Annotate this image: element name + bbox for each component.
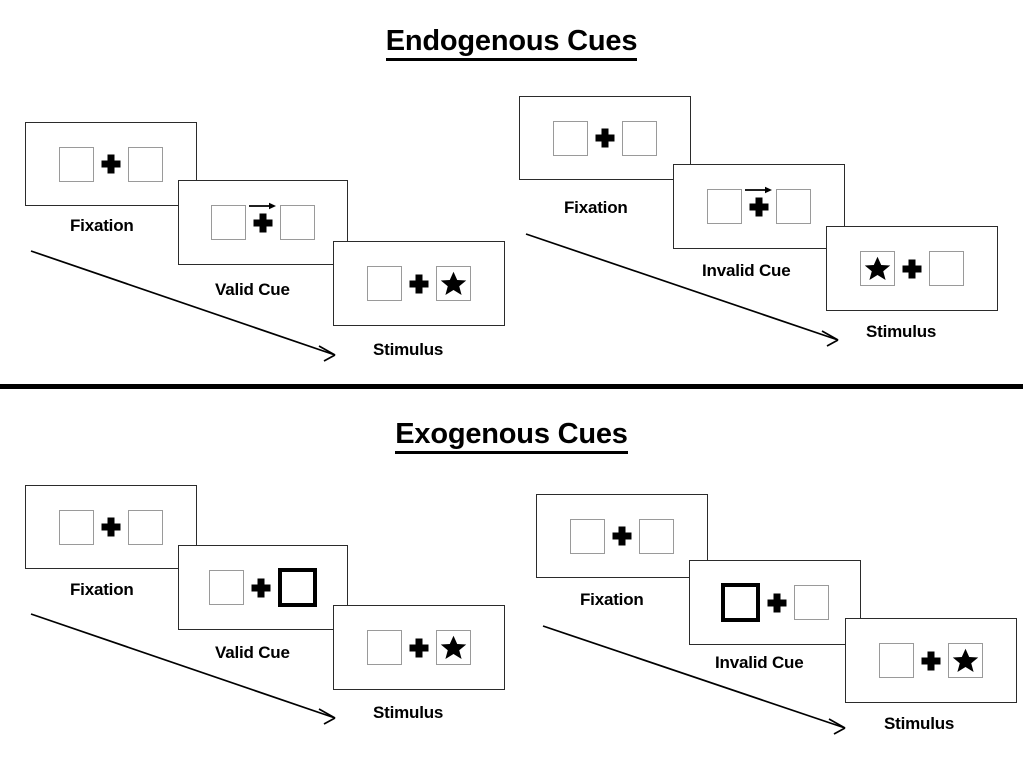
time-flow-arrow-endogenous-valid	[30, 250, 336, 362]
plus-icon	[605, 519, 639, 554]
placeholder-box-left	[367, 630, 402, 665]
target-box-right	[948, 643, 983, 678]
target-box-left	[860, 251, 895, 286]
caption-endogenous-valid-fixation: Fixation	[70, 216, 134, 235]
frame-endogenous-invalid-fixation[interactable]	[519, 96, 691, 180]
star-icon	[440, 635, 467, 659]
time-flow-arrow-exogenous-valid	[30, 613, 336, 725]
plus-icon	[588, 121, 622, 156]
placeholder-box-left	[59, 146, 94, 182]
section-title-endogenous: Endogenous Cues	[0, 25, 1023, 61]
plus-icon	[94, 147, 128, 182]
placeholder-box-left	[209, 570, 244, 605]
plus-icon	[914, 643, 948, 678]
frame-endogenous-valid-cue[interactable]	[178, 180, 348, 265]
placeholder-box-right	[622, 120, 657, 156]
frame-exogenous-valid-stimulus[interactable]	[333, 605, 505, 690]
frame-exogenous-invalid-stimulus[interactable]	[845, 618, 1017, 703]
placeholder-box-left	[367, 266, 402, 301]
section-title-endogenous-text: Endogenous Cues	[385, 25, 637, 61]
frame-exogenous-valid-fixation[interactable]	[25, 485, 197, 569]
section-title-exogenous: Exogenous Cues	[0, 418, 1023, 454]
caption-endogenous-invalid-cue: Invalid Cue	[702, 261, 791, 280]
frame-content	[721, 583, 829, 622]
placeholder-box-right	[639, 518, 674, 554]
frame-endogenous-invalid-cue[interactable]	[673, 164, 845, 249]
time-flow-arrow-endogenous-invalid	[525, 233, 839, 347]
caption-exogenous-invalid-stimulus: Stimulus	[884, 714, 955, 733]
placeholder-box-right	[794, 585, 829, 620]
section-divider	[0, 384, 1023, 389]
caption-exogenous-valid-stimulus: Stimulus	[373, 703, 444, 722]
plus-icon	[742, 186, 776, 224]
frame-endogenous-valid-fixation[interactable]	[25, 122, 197, 206]
frame-content	[209, 568, 317, 607]
placeholder-box-left	[59, 509, 94, 545]
star-icon	[864, 256, 891, 280]
placeholder-box-right	[776, 189, 811, 224]
frame-exogenous-valid-cue[interactable]	[178, 545, 348, 630]
cued-box-right	[278, 568, 317, 607]
cued-box-left	[721, 583, 760, 622]
frame-exogenous-invalid-fixation[interactable]	[536, 494, 708, 578]
target-box-right	[436, 266, 471, 301]
caption-exogenous-invalid-cue: Invalid Cue	[715, 653, 804, 672]
frame-content	[367, 266, 471, 301]
frame-content	[553, 120, 657, 156]
frame-content	[367, 630, 471, 665]
plus-icon	[246, 202, 280, 240]
frame-content	[707, 186, 811, 224]
placeholder-box-left	[211, 205, 246, 240]
plus-icon	[402, 266, 436, 301]
plus-icon	[244, 570, 278, 605]
placeholder-box-left	[879, 643, 914, 678]
caption-exogenous-invalid-fixation: Fixation	[580, 590, 644, 609]
star-icon	[440, 271, 467, 295]
frame-content	[879, 643, 983, 678]
plus-icon	[94, 510, 128, 545]
frame-content	[59, 146, 163, 182]
target-box-right	[436, 630, 471, 665]
placeholder-box-left	[553, 120, 588, 156]
arrow-right-icon	[249, 202, 276, 210]
plus-icon	[895, 251, 929, 286]
plus-icon	[402, 630, 436, 665]
caption-endogenous-invalid-stimulus: Stimulus	[866, 322, 937, 341]
caption-endogenous-valid-stimulus: Stimulus	[373, 340, 444, 359]
arrow-right-icon	[745, 186, 772, 194]
placeholder-box-left	[570, 518, 605, 554]
star-icon	[952, 648, 979, 672]
frame-endogenous-invalid-stimulus[interactable]	[826, 226, 998, 311]
caption-endogenous-invalid-fixation: Fixation	[564, 198, 628, 217]
caption-exogenous-valid-fixation: Fixation	[70, 580, 134, 599]
placeholder-box-right	[128, 146, 163, 182]
placeholder-box-right	[128, 509, 163, 545]
frame-content	[570, 518, 674, 554]
section-title-exogenous-text: Exogenous Cues	[395, 418, 628, 454]
caption-exogenous-valid-cue: Valid Cue	[215, 643, 290, 662]
frame-content	[211, 202, 315, 240]
time-flow-arrow-exogenous-invalid	[542, 625, 846, 735]
frame-endogenous-valid-stimulus[interactable]	[333, 241, 505, 326]
placeholder-box-right	[280, 205, 315, 240]
placeholder-box-left	[707, 189, 742, 224]
frame-exogenous-invalid-cue[interactable]	[689, 560, 861, 645]
caption-endogenous-valid-cue: Valid Cue	[215, 280, 290, 299]
plus-icon	[760, 585, 794, 620]
frame-content	[860, 251, 964, 286]
placeholder-box-right	[929, 251, 964, 286]
frame-content	[59, 509, 163, 545]
